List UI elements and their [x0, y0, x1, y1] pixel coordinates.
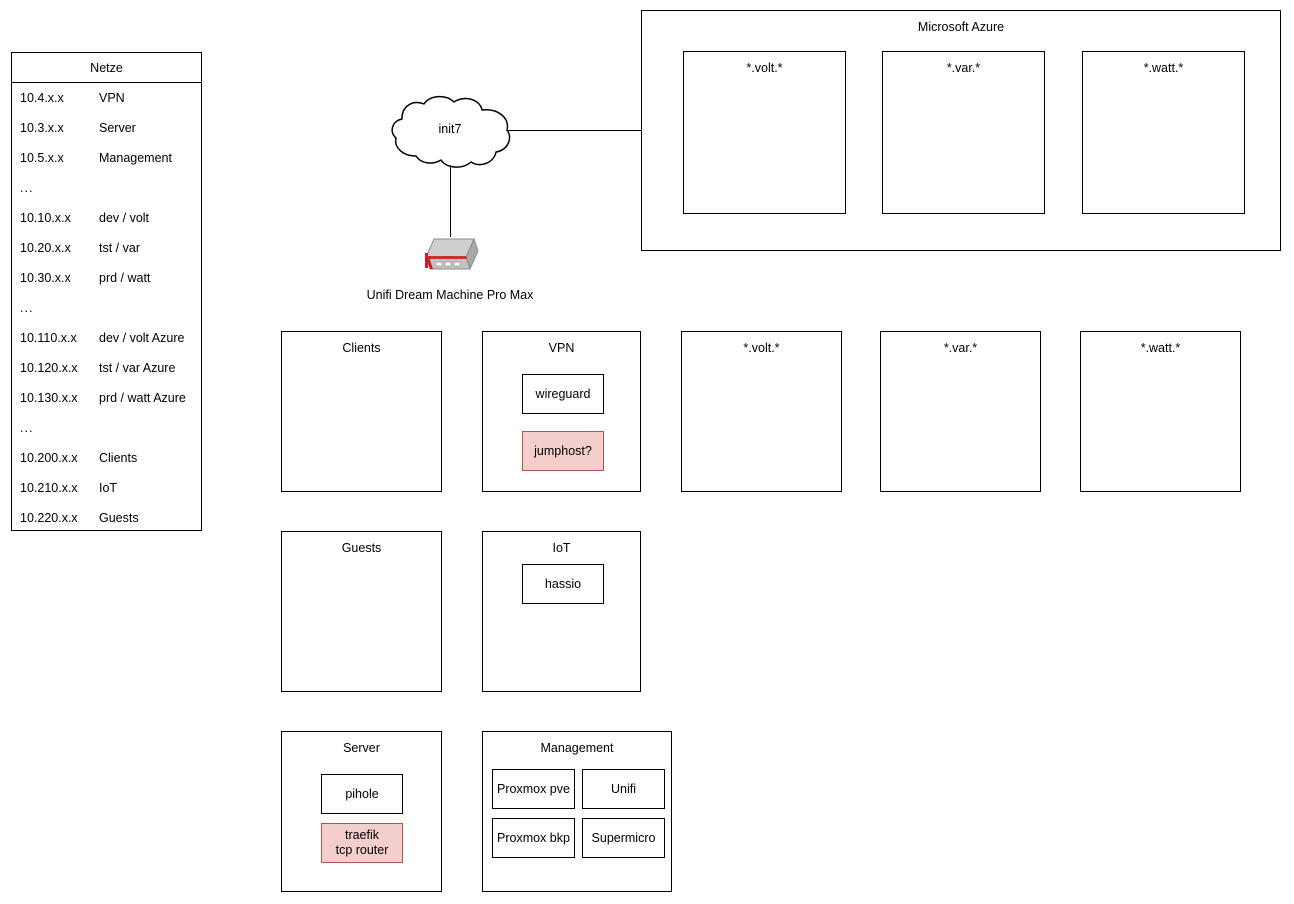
node-label: Unifi: [610, 781, 636, 796]
netze-row-cidr: 10.20.x.x: [20, 241, 71, 255]
azure-zone-title: *.volt.*: [746, 61, 783, 75]
table-row: 10.130.x.x prd / watt Azure: [12, 383, 201, 413]
node-label: Proxmox pve: [497, 781, 570, 796]
unifi-device-glyph: [425, 237, 479, 271]
link-cloud-to-gateway: [450, 165, 452, 237]
netze-row-name: prd / watt: [99, 271, 151, 285]
cloud-icon: [391, 95, 511, 168]
vlan-title: IoT: [552, 541, 571, 555]
service-node-proxmox-bkp: Proxmox bkp: [492, 818, 575, 858]
table-row-separator: ...: [12, 173, 201, 203]
vlan-title: Guests: [341, 541, 382, 555]
service-node-wireguard: wireguard: [522, 374, 604, 414]
netze-row-cidr: 10.130.x.x: [20, 391, 78, 405]
netze-row-cidr: 10.200.x.x: [20, 451, 78, 465]
node-label: pihole: [345, 786, 379, 801]
netze-row-name: IoT: [99, 481, 118, 495]
netze-row-cidr: ...: [20, 181, 34, 195]
netze-row-name: tst / var Azure: [99, 361, 176, 375]
node-label: wireguard: [535, 386, 591, 401]
netze-row-cidr: 10.120.x.x: [20, 361, 78, 375]
table-row: 10.10.x.x dev / volt: [12, 203, 201, 233]
netze-row-cidr: 10.110.x.x: [20, 331, 77, 345]
link-cloud-to-azure: [508, 130, 641, 132]
azure-zone-var: *.var.*: [882, 51, 1045, 214]
service-node-pihole: pihole: [321, 774, 403, 814]
netze-row-name: Guests: [99, 511, 139, 525]
netze-table-body: 10.4.x.x VPN 10.3.x.x Server 10.5.x.x Ma…: [12, 83, 201, 533]
table-row: 10.5.x.x Management: [12, 143, 201, 173]
vlan-box-iot: IoT hassio: [482, 531, 641, 692]
vlan-box-var: *.var.*: [880, 331, 1041, 492]
gateway-caption: Unifi Dream Machine Pro Max: [366, 288, 534, 302]
table-row: 10.210.x.x IoT: [12, 473, 201, 503]
netze-row-name: tst / var: [99, 241, 140, 255]
netze-row-cidr: 10.210.x.x: [20, 481, 78, 495]
netze-row-cidr: 10.3.x.x: [20, 121, 64, 135]
azure-zone-watt: *.watt.*: [1082, 51, 1245, 214]
azure-zone-volt: *.volt.*: [683, 51, 846, 214]
netze-row-name: VPN: [99, 91, 125, 105]
netze-table-header: Netze: [12, 53, 201, 83]
vlan-title: *.watt.*: [1140, 341, 1181, 355]
node-label-line1: traefik: [344, 828, 380, 842]
table-row: 10.200.x.x Clients: [12, 443, 201, 473]
service-node-traefik: traefik tcp router: [321, 823, 403, 863]
netze-row-name: Clients: [99, 451, 138, 465]
netze-row-name: dev / volt: [99, 211, 150, 225]
service-node-supermicro: Supermicro: [582, 818, 665, 858]
netze-row-name: prd / watt Azure: [99, 391, 186, 405]
vlan-box-guests: Guests: [281, 531, 442, 692]
vlan-title: *.var.*: [943, 341, 978, 355]
azure-title: Microsoft Azure: [917, 20, 1005, 34]
netze-row-cidr: ...: [20, 421, 34, 435]
netze-row-cidr: 10.4.x.x: [20, 91, 64, 105]
node-label: Proxmox bkp: [497, 830, 570, 845]
internet-cloud: init7: [386, 94, 514, 170]
vlan-title: Server: [343, 741, 380, 755]
node-label: hassio: [544, 576, 582, 591]
vlan-box-volt: *.volt.*: [681, 331, 842, 492]
vlan-box-management: Management Proxmox pve Unifi Proxmox bkp…: [482, 731, 672, 892]
table-row-separator: ...: [12, 413, 201, 443]
table-row: 10.220.x.x Guests: [12, 503, 201, 533]
netze-row-name: Server: [99, 121, 136, 135]
netze-row-cidr: 10.220.x.x: [20, 511, 78, 525]
netze-row-name: dev / volt Azure: [99, 331, 185, 345]
vlan-box-vpn: VPN wireguard jumphost?: [482, 331, 641, 492]
table-row: 10.4.x.x VPN: [12, 83, 201, 113]
cloud-label: init7: [438, 122, 462, 136]
router-device-icon: [416, 233, 486, 285]
service-node-unifi: Unifi: [582, 769, 665, 809]
vlan-title: Clients: [342, 341, 381, 355]
vlan-box-watt: *.watt.*: [1080, 331, 1241, 492]
vlan-title: VPN: [548, 341, 575, 355]
vlan-title: Management: [540, 741, 614, 755]
table-row-separator: ...: [12, 293, 201, 323]
node-label: jumphost?: [534, 443, 592, 458]
azure-zone-title: *.watt.*: [1143, 61, 1184, 75]
node-label: Supermicro: [591, 830, 656, 845]
netze-title: Netze: [90, 60, 123, 75]
service-node-jumphost: jumphost?: [522, 431, 604, 471]
service-node-hassio: hassio: [522, 564, 604, 604]
netze-row-name: Management: [99, 151, 172, 165]
vlan-box-server: Server pihole traefik tcp router: [281, 731, 442, 892]
table-row: 10.110.x.x dev / volt Azure: [12, 323, 201, 353]
table-row: 10.120.x.x tst / var Azure: [12, 353, 201, 383]
vlan-box-clients: Clients: [281, 331, 442, 492]
vlan-title: *.volt.*: [743, 341, 780, 355]
netze-row-cidr: 10.5.x.x: [20, 151, 64, 165]
netze-row-cidr: 10.30.x.x: [20, 271, 71, 285]
service-node-proxmox-pve: Proxmox pve: [492, 769, 575, 809]
azure-container: Microsoft Azure *.volt.* *.var.* *.watt.…: [641, 10, 1281, 251]
table-row: 10.30.x.x prd / watt: [12, 263, 201, 293]
netze-legend-table: Netze 10.4.x.x VPN 10.3.x.x Server 10.5.…: [11, 52, 202, 531]
table-row: 10.20.x.x tst / var: [12, 233, 201, 263]
table-row: 10.3.x.x Server: [12, 113, 201, 143]
azure-zone-title: *.var.*: [946, 61, 981, 75]
netze-row-cidr: ...: [20, 301, 34, 315]
node-label-line2: tcp router: [335, 843, 389, 857]
netze-row-cidr: 10.10.x.x: [20, 211, 71, 225]
